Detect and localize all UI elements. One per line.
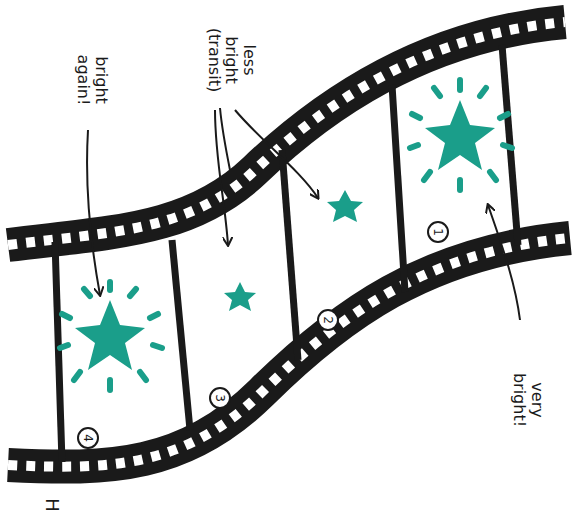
- film-band: [8, 22, 570, 467]
- page-mark: H: [42, 498, 62, 512]
- callout-number: 3: [209, 387, 231, 409]
- annotation-text: very bright!: [510, 360, 545, 440]
- annotation-text: less bright (transit): [206, 25, 259, 95]
- brightness-rays: [60, 80, 512, 390]
- leader-arrow: [87, 108, 520, 320]
- annotation-text: bright again!: [74, 30, 109, 130]
- callout-number: 4: [77, 427, 99, 449]
- frame-divider: [55, 45, 518, 462]
- star: [75, 100, 495, 370]
- callout-number: 1: [427, 221, 449, 243]
- callout-number: 2: [317, 309, 339, 331]
